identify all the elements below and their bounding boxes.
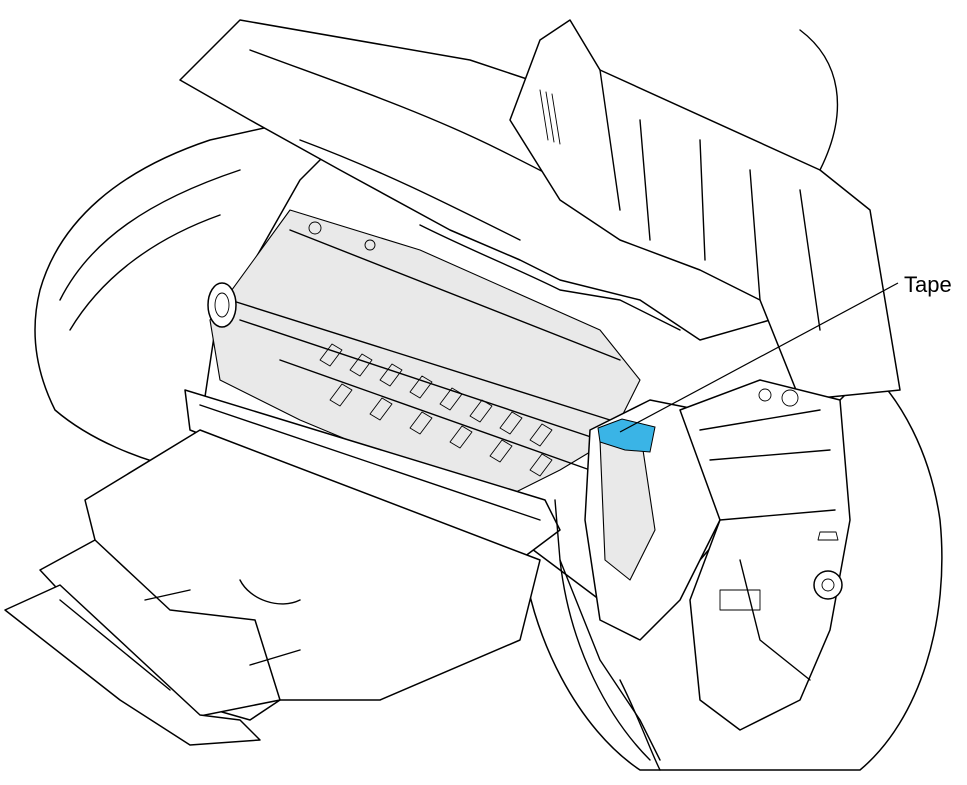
top-cover <box>179 19 771 341</box>
front-frame <box>184 389 561 561</box>
tape-leader-line <box>619 282 899 433</box>
tape-highlight <box>597 418 656 453</box>
paper-support <box>509 19 901 401</box>
output-tray <box>4 429 541 746</box>
tape-label: Tape <box>904 272 952 297</box>
carriage-assembly <box>554 379 851 771</box>
printer-interior <box>207 209 641 501</box>
